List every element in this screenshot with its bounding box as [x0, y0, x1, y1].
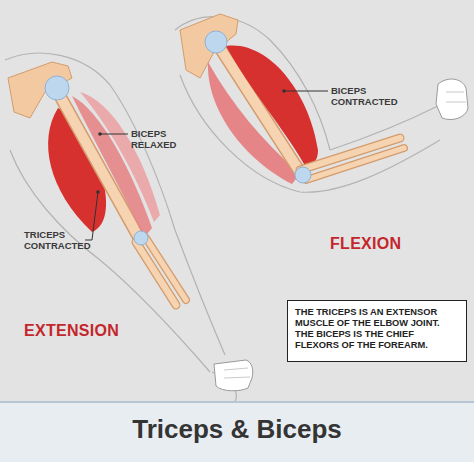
diagram-title: Triceps & Biceps	[0, 414, 474, 445]
elbow-joint	[295, 167, 311, 183]
muscle-label: BICEPS RELAXED	[131, 128, 176, 150]
note-box: THE TRICEPS IS AN EXTENSOR MUSCLE OF THE…	[287, 300, 467, 362]
elbow-joint	[134, 231, 148, 245]
motion-label: FLEXION	[330, 235, 401, 253]
humerus-bone	[60, 96, 138, 236]
motion-label: EXTENSION	[24, 322, 119, 340]
finger-line	[446, 102, 466, 103]
leader-line	[85, 192, 98, 240]
leader-dot	[282, 89, 286, 93]
biceps-muscle	[226, 46, 318, 165]
forearm-bone	[146, 238, 186, 300]
leader-line	[284, 91, 328, 92]
leader-dot	[96, 190, 100, 194]
muscle-label: BICEPS CONTRACTED	[331, 85, 398, 107]
biceps-muscle	[80, 92, 160, 222]
hand	[436, 79, 468, 119]
finger-line	[224, 377, 250, 378]
shoulder-joint	[45, 76, 69, 100]
leader-line	[100, 134, 128, 135]
note-text: THE TRICEPS IS AN EXTENSOR MUSCLE OF THE…	[295, 307, 459, 351]
arm-outline	[5, 53, 225, 355]
muscle-label: TRICEPS CONTRACTED	[24, 229, 91, 251]
shoulder-joint	[205, 31, 227, 53]
finger-line	[224, 368, 248, 370]
forearm-bone	[146, 238, 186, 300]
finger-line	[446, 92, 464, 93]
leader-dot	[98, 132, 102, 136]
forearm-bone	[306, 148, 404, 180]
forearm-bone	[306, 148, 404, 180]
humerus-bone	[60, 96, 138, 236]
hand	[214, 360, 253, 391]
